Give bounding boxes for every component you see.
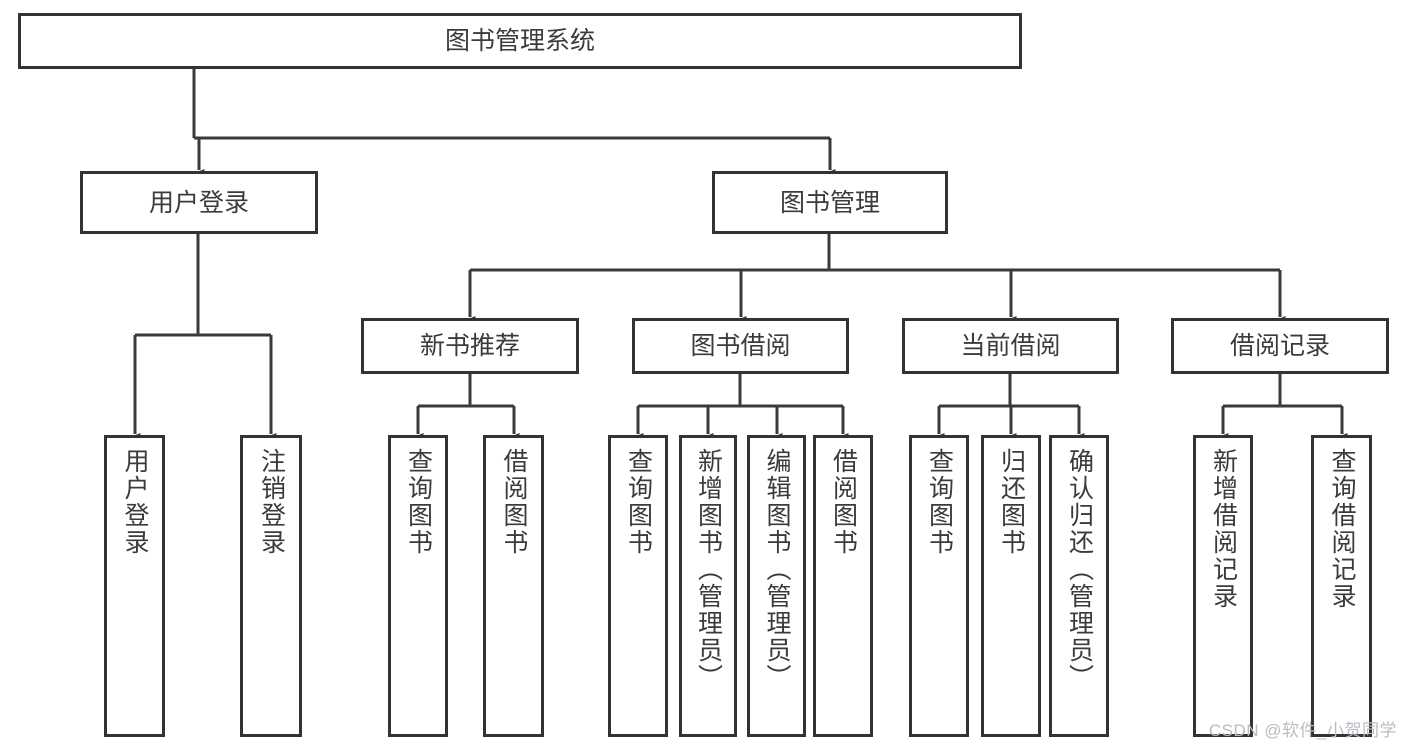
node-label-leaf-return-book: 归还图书 xyxy=(997,448,1026,556)
node-label-borrow-record: 借阅记录 xyxy=(1229,332,1330,360)
node-label-new-book-rec: 新书推荐 xyxy=(419,332,520,360)
node-leaf-confirm-return-admin[interactable]: 确认归还（管理员） xyxy=(1049,435,1109,737)
node-leaf-user-login[interactable]: 用户登录 xyxy=(104,435,165,737)
node-leaf-add-book-admin[interactable]: 新增图书（管理员） xyxy=(679,435,737,737)
node-user-login[interactable]: 用户登录 xyxy=(80,171,318,234)
node-book-manage[interactable]: 图书管理 xyxy=(712,171,948,234)
node-label-leaf-query-record: 查询借阅记录 xyxy=(1328,448,1356,610)
node-leaf-add-record[interactable]: 新增借阅记录 xyxy=(1193,435,1253,737)
node-borrow-record[interactable]: 借阅记录 xyxy=(1171,318,1389,374)
node-leaf-query-book-3[interactable]: 查询图书 xyxy=(909,435,969,737)
node-label-leaf-edit-book-admin: 编辑图书（管理员） xyxy=(763,448,791,691)
node-label-leaf-borrow-book-1: 借阅图书 xyxy=(500,448,528,556)
node-leaf-logout[interactable]: 注销登录 xyxy=(240,435,302,737)
node-label-leaf-query-book-2: 查询图书 xyxy=(624,448,653,556)
node-leaf-query-book-1[interactable]: 查询图书 xyxy=(388,435,448,737)
node-leaf-borrow-book-1[interactable]: 借阅图书 xyxy=(483,435,544,737)
node-label-leaf-confirm-return-admin: 确认归还（管理员） xyxy=(1065,448,1094,691)
node-label-current-borrow: 当前借阅 xyxy=(960,332,1061,360)
node-label-leaf-query-book-3: 查询图书 xyxy=(925,448,954,556)
node-label-leaf-user-login: 用户登录 xyxy=(121,448,149,556)
node-leaf-borrow-book-2[interactable]: 借阅图书 xyxy=(813,435,873,737)
node-label-leaf-query-book-1: 查询图书 xyxy=(404,448,433,556)
node-label-leaf-logout: 注销登录 xyxy=(257,448,286,556)
node-leaf-query-record[interactable]: 查询借阅记录 xyxy=(1311,435,1372,737)
node-root[interactable]: 图书管理系统 xyxy=(18,13,1022,69)
node-label-book-borrow: 图书借阅 xyxy=(690,332,791,360)
node-book-borrow[interactable]: 图书借阅 xyxy=(632,318,849,374)
node-leaf-edit-book-admin[interactable]: 编辑图书（管理员） xyxy=(747,435,806,737)
node-current-borrow[interactable]: 当前借阅 xyxy=(902,318,1119,374)
node-label-root: 图书管理系统 xyxy=(444,27,595,55)
node-leaf-query-book-2[interactable]: 查询图书 xyxy=(608,435,668,737)
node-label-user-login: 用户登录 xyxy=(148,188,249,217)
node-label-leaf-add-book-admin: 新增图书（管理员） xyxy=(694,448,723,691)
node-leaf-return-book[interactable]: 归还图书 xyxy=(981,435,1041,737)
node-new-book-rec[interactable]: 新书推荐 xyxy=(361,318,579,374)
node-label-leaf-add-record: 新增借阅记录 xyxy=(1209,448,1238,610)
node-label-book-manage: 图书管理 xyxy=(779,188,880,217)
node-label-leaf-borrow-book-2: 借阅图书 xyxy=(829,448,858,556)
connector-lines xyxy=(129,69,1348,442)
